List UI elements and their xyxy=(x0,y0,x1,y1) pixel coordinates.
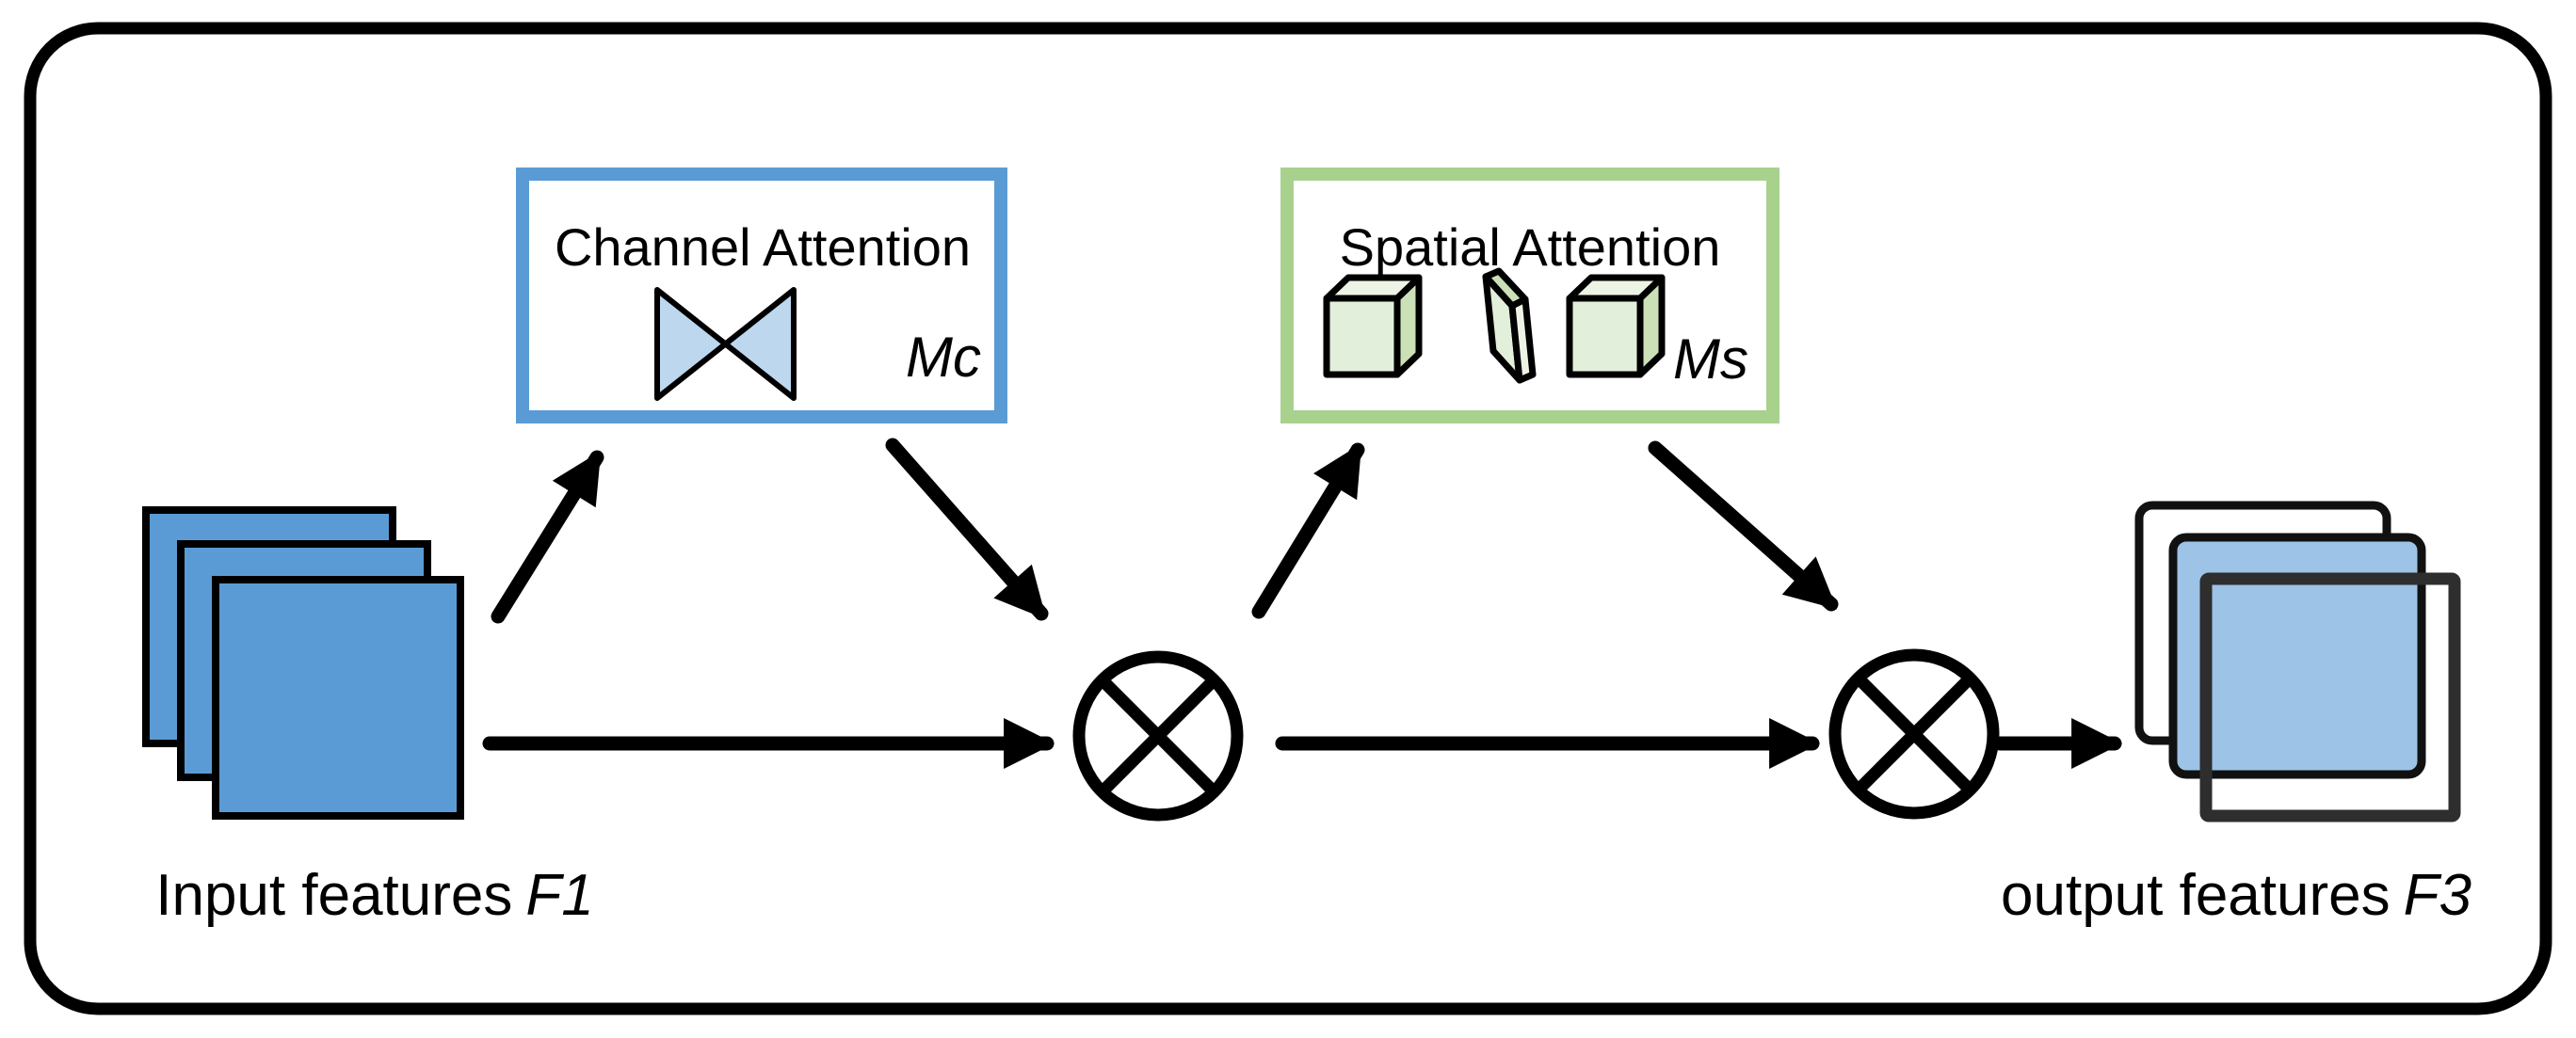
spatial-mask-label: Ms xyxy=(1673,327,1748,391)
spatial-attention-block: Spatial Attention Ms xyxy=(1280,168,1779,423)
multiply-op-2 xyxy=(1828,648,2000,820)
output-feature-maps xyxy=(2134,501,2461,822)
cube-front-face xyxy=(1323,295,1401,378)
multiply-x-stroke xyxy=(1098,676,1218,796)
channel-attention-block: Channel Attention Mc xyxy=(516,168,1007,423)
multiply-op-1 xyxy=(1072,650,1244,822)
slab-side-face xyxy=(1508,295,1537,384)
output-feature-map-front xyxy=(2199,572,2461,822)
multiply-x-stroke xyxy=(1854,674,1974,794)
input-features-label-var: F1 xyxy=(525,863,593,928)
output-feature-map-middle xyxy=(2168,533,2426,779)
input-features-label-text: Input features xyxy=(155,863,512,928)
input-feature-maps xyxy=(142,506,464,820)
arrow-multiply-1-to-spatial-attention xyxy=(1251,442,1365,619)
input-feature-map-front xyxy=(212,576,464,820)
channel-attention-box xyxy=(516,168,1007,423)
channel-mask-label: Mc xyxy=(906,326,981,389)
channel-attention-title: Channel Attention xyxy=(555,217,971,277)
arrow-channel-attention-to-multiply-1 xyxy=(885,438,1049,621)
arrow-spatial-attention-to-multiply-2 xyxy=(1648,440,1839,612)
bowtie-icon xyxy=(654,287,797,401)
slab-icon xyxy=(1482,267,1537,384)
cube-left-icon xyxy=(1323,274,1423,378)
output-features-label-var: F3 xyxy=(2404,863,2471,928)
output-features-label-text: output features xyxy=(2001,863,2391,928)
spatial-attention-title: Spatial Attention xyxy=(1340,217,1721,277)
arrow-input-to-channel-attention xyxy=(491,450,604,624)
cube-right-icon xyxy=(1566,274,1666,378)
flow-arrows xyxy=(482,438,2123,769)
cube-front-face xyxy=(1566,295,1644,378)
